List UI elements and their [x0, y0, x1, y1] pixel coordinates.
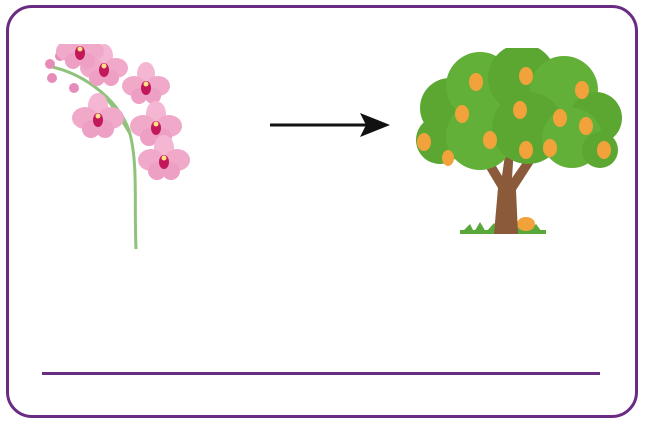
answer-line[interactable]: [42, 372, 600, 375]
orchid-flower-icon: [38, 27, 198, 254]
mango-tree-icon: [410, 44, 630, 238]
arrow-right-icon: [268, 110, 392, 140]
